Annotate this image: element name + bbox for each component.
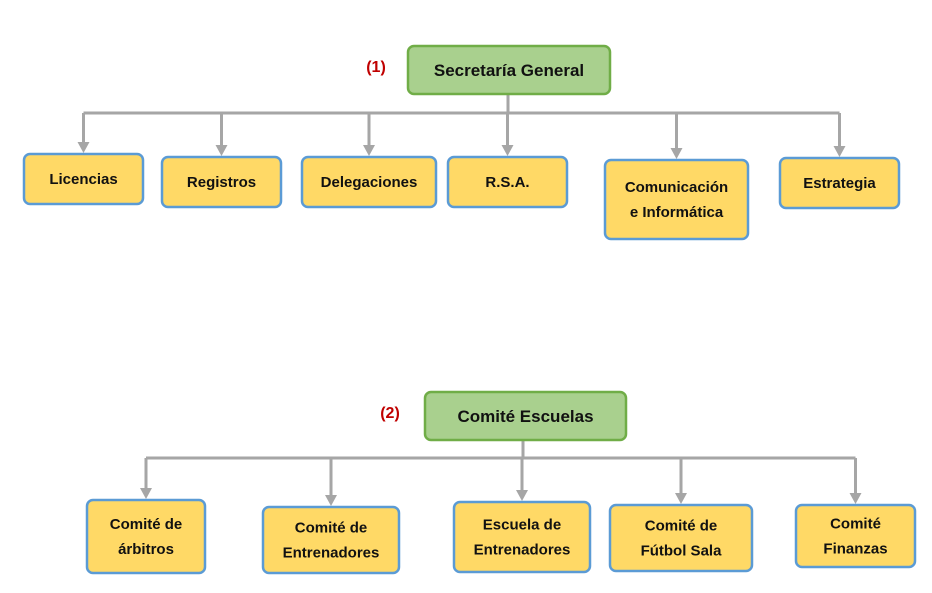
child-node-box (160, 155, 283, 209)
child-node-label: Estrategia (803, 175, 876, 192)
root-node-secretaria-general: Secretaría General (406, 44, 612, 96)
child-6-arrowhead (833, 146, 846, 157)
child-node-box (608, 503, 754, 573)
connector-group (77, 94, 846, 159)
child-node-label-line-2: e Informática (630, 204, 724, 221)
root-node-box (423, 390, 628, 442)
root-node-box (406, 44, 612, 96)
child-node-box (261, 505, 401, 575)
child-3-arrowhead (363, 145, 375, 156)
child-node-label-line-1: Comunicación (625, 179, 728, 196)
child-node-box (300, 155, 438, 209)
child-node-label-line-1: Escuela de (483, 517, 561, 534)
child-node-comite-de-arbitros: Comité de árbitros (85, 498, 207, 575)
child-node-escuela-de-entrenadores: Escuela de Entrenadores (452, 500, 592, 574)
child-node-estrategia: Estrategia (778, 156, 901, 210)
child-node-label-line-2: Entrenadores (474, 542, 571, 559)
child-5-arrowhead (849, 493, 862, 504)
root-node-label: Secretaría General (434, 61, 584, 80)
child-node-licencias: Licencias (22, 152, 145, 206)
child-node-comite-de-futbol-sala: Comité de Fútbol Sala (608, 503, 754, 573)
connector-group (140, 440, 862, 506)
child-node-box (778, 156, 901, 210)
child-node-label-line-1: Comité de (295, 520, 368, 537)
root-node-comite-escuelas: Comité Escuelas (423, 390, 628, 442)
section-marker: (1) (366, 59, 386, 76)
child-node-label-line-1: Comité (830, 516, 881, 533)
child-node-label-line-2: Finanzas (823, 541, 887, 558)
child-2-arrowhead (325, 495, 337, 506)
child-1-arrowhead (140, 488, 152, 499)
child-node-label: Delegaciones (321, 174, 418, 191)
child-node-label-line-2: Fútbol Sala (641, 543, 722, 560)
child-node-registros: Registros (160, 155, 283, 209)
child-node-box (85, 498, 207, 575)
child-node-comite-de-entrenadores: Comité de Entrenadores (261, 505, 401, 575)
child-node-label-line-2: Entrenadores (283, 545, 380, 562)
child-5-arrowhead (670, 148, 683, 159)
child-node-label: Registros (187, 174, 256, 191)
child-4-arrowhead (501, 145, 514, 156)
child-4-arrowhead (675, 493, 687, 504)
child-node-r-s-a: R.S.A. (446, 155, 569, 209)
section-marker: (2) (380, 405, 400, 422)
child-node-box (603, 158, 750, 241)
child-node-label-line-1: Comité de (645, 518, 718, 535)
child-node-label-line-2: árbitros (118, 541, 174, 558)
root-node-label: Comité Escuelas (457, 407, 593, 426)
child-3-arrowhead (516, 490, 528, 501)
child-node-box (22, 152, 145, 206)
child-node-label: R.S.A. (485, 174, 529, 191)
child-node-label: Licencias (49, 171, 117, 188)
child-node-label-line-1: Comité de (110, 516, 183, 533)
child-node-box (452, 500, 592, 574)
child-node-box (794, 503, 917, 569)
child-node-comunicacion-e-informatica: Comunicación e Informática (603, 158, 750, 241)
child-node-delegaciones: Delegaciones (300, 155, 438, 209)
child-1-arrowhead (77, 142, 90, 153)
child-2-arrowhead (215, 145, 228, 156)
child-node-box (446, 155, 569, 209)
